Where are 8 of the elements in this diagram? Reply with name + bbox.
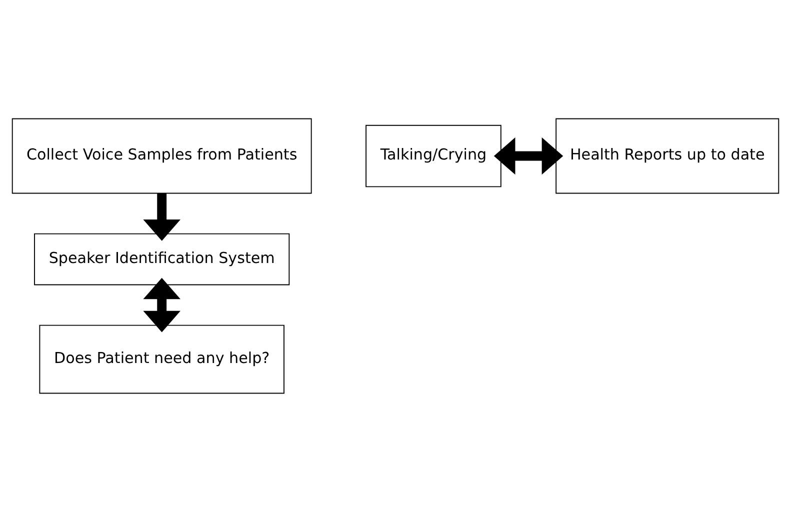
node-box: Speaker Identification System (34, 232, 290, 285)
arrow (494, 136, 564, 174)
node-box: Talking/Crying (366, 124, 502, 187)
node-box: Collect Voice Samples from Patients (12, 118, 312, 194)
node-box: Health Reports up to date (556, 118, 780, 194)
node-box: Does Patient need any help? (39, 324, 284, 394)
arrow (143, 277, 180, 332)
arrow (143, 192, 180, 240)
